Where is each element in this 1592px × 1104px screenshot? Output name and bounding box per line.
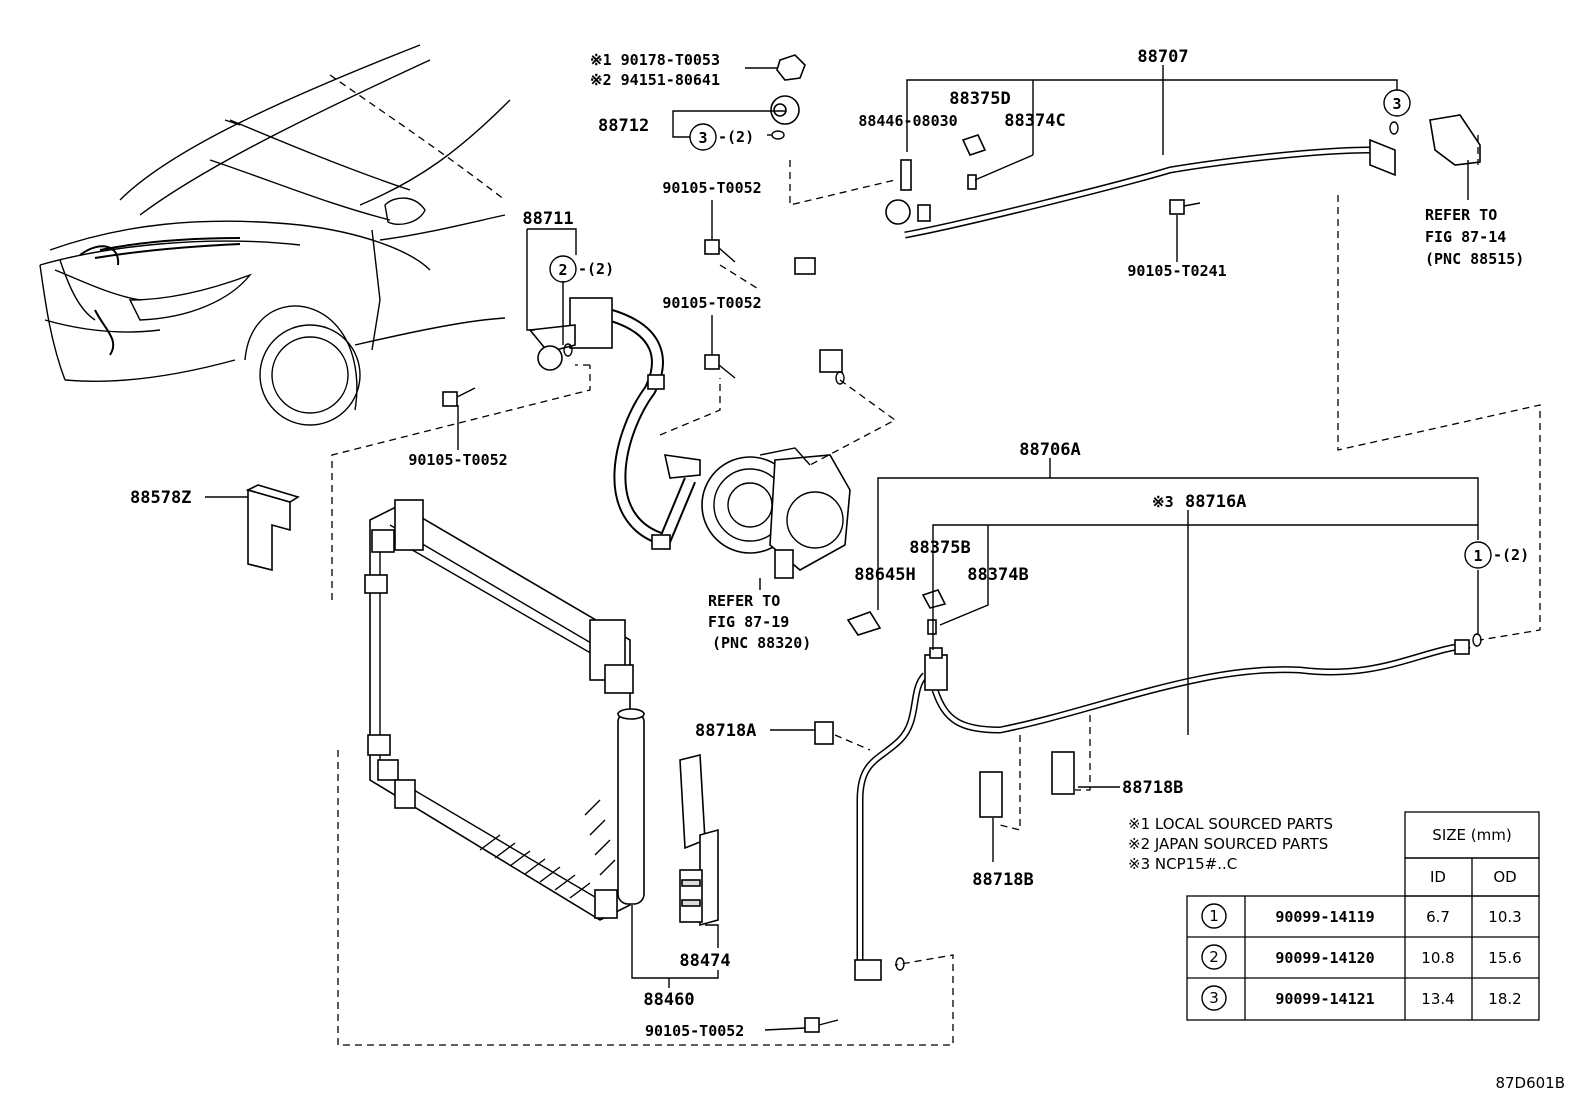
bolt-icon (1169, 199, 1201, 215)
label-88711: 88711 (522, 209, 573, 229)
condenser-fins (479, 799, 616, 899)
table-od: 15.6 (1488, 949, 1521, 967)
part-88578Z (245, 484, 300, 572)
note-local-sourced: ※1 LOCAL SOURCED PARTS (1128, 815, 1333, 833)
table-ref: 1 (1209, 907, 1219, 925)
label-90105-T0052-d: 90105-T0052 (645, 1022, 744, 1040)
label-88716A-mark: ※3 (1152, 493, 1174, 511)
car-illustration (39, 44, 511, 426)
label-88446-08030: 88446-08030 (858, 112, 957, 130)
label-88375D: 88375D (949, 89, 1010, 109)
callout-3-top: 3 (1392, 95, 1401, 113)
suction-hose-88712 (770, 95, 843, 373)
label-88707: 88707 (1137, 47, 1188, 67)
bolt-icon (704, 239, 736, 263)
ring-qty-2: -(2) (578, 260, 614, 278)
label-88718B-right: 88718B (1122, 778, 1183, 798)
size-table: SIZE (mm) ID OD 1 90099-14119 6.7 10.3 2… (1186, 811, 1540, 1021)
label-88716A: 88716A (1185, 492, 1246, 512)
size-header: SIZE (mm) (1432, 826, 1511, 844)
table-od: 18.2 (1488, 990, 1521, 1008)
callout-3-88712: 3 (698, 129, 707, 147)
label-88718B-bottom: 88718B (972, 870, 1033, 890)
label-90105-T0241: 90105-T0241 (1127, 262, 1226, 280)
note-ncp15: ※3 NCP15#..C (1128, 855, 1237, 873)
callout-1-right: 1 (1473, 547, 1482, 565)
label-88718A: 88718A (695, 721, 756, 741)
table-ref: 2 (1209, 948, 1219, 966)
label-88374C: 88374C (1004, 111, 1065, 131)
compressor (701, 447, 851, 579)
callout-circles: 3 3 -(2) 2 -(2) 1 -(2) (549, 89, 1529, 569)
label-90105-T0052-c: 90105-T0052 (408, 451, 507, 469)
callout-2-88711: 2 (558, 261, 567, 279)
refer-note-88320: REFER TO FIG 87-19 (PNC 88320) (708, 592, 811, 652)
refer-note-88515: REFER TO FIG 87-14 (PNC 88515) (1425, 206, 1524, 268)
refer-note-line: FIG 87-19 (708, 613, 789, 631)
note-japan-sourced: ※2 JAPAN SOURCED PARTS (1128, 835, 1328, 853)
label-88645H: 88645H (854, 565, 915, 585)
dashed-connectors (331, 135, 1541, 1046)
label-nut-local: ※1 90178-T0053 (590, 51, 720, 69)
table-od: 10.3 (1488, 908, 1521, 926)
refer-note-line: (PNC 88320) (712, 634, 811, 652)
label-88474: 88474 (679, 951, 730, 971)
discharge-hose-88711 (528, 297, 701, 550)
label-88706A: 88706A (1019, 440, 1080, 460)
label-88374B: 88374B (967, 565, 1028, 585)
table-part: 90099-14119 (1275, 908, 1374, 926)
label-88578Z: 88578Z (130, 488, 191, 508)
label-90105-T0052-b: 90105-T0052 (662, 294, 761, 312)
desiccant-88474 (679, 753, 719, 927)
label-88712: 88712 (598, 116, 649, 136)
leader-lines (205, 65, 1479, 1031)
bolt-icon (704, 354, 736, 379)
table-part: 90099-14120 (1275, 949, 1374, 967)
refer-note-line: FIG 87-14 (1425, 228, 1506, 246)
bolt-icon (442, 387, 476, 407)
small-parts (442, 54, 1482, 1033)
label-88375B: 88375B (909, 538, 970, 558)
refer-note-line: REFER TO (1425, 206, 1497, 224)
diagram-id: 87D601B (1495, 1074, 1565, 1092)
table-ref: 3 (1209, 989, 1219, 1007)
table-id: 13.4 (1421, 990, 1454, 1008)
ring-qty-3: -(2) (718, 128, 754, 146)
table-id: 6.7 (1426, 908, 1450, 926)
table-id: 10.8 (1421, 949, 1454, 967)
part-labels: ※1 90178-T0053 ※2 94151-80641 88707 8837… (130, 47, 1246, 1040)
label-90105-T0052-a: 90105-T0052 (662, 179, 761, 197)
label-nut-japan: ※2 94151-80641 (590, 71, 720, 89)
col-id: ID (1430, 868, 1446, 886)
ring-qty-1: -(2) (1493, 546, 1529, 564)
pipe-88707 (885, 114, 1481, 239)
col-od: OD (1493, 868, 1516, 886)
refer-note-line: (PNC 88515) (1425, 250, 1524, 268)
pipe-88706A (854, 639, 1471, 981)
source-notes: ※1 LOCAL SOURCED PARTS ※2 JAPAN SOURCED … (1128, 815, 1333, 873)
table-part: 90099-14121 (1275, 990, 1374, 1008)
refer-note-line: REFER TO (708, 592, 780, 610)
label-88460: 88460 (643, 990, 694, 1010)
condenser-88460 (364, 499, 645, 921)
bolt-icon (804, 1017, 839, 1033)
